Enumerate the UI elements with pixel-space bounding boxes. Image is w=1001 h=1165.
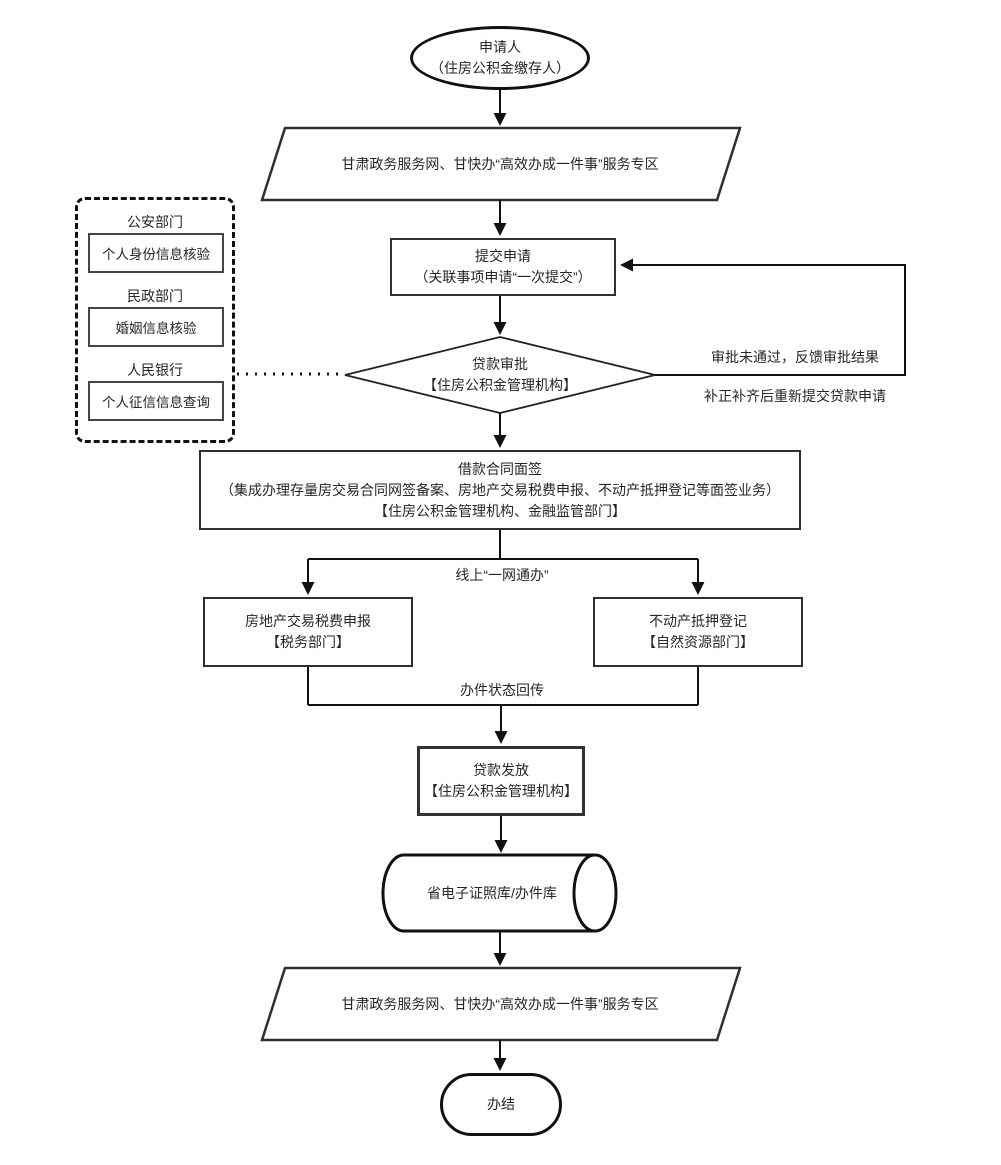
service-box-marriage: 婚姻信息核验: [88, 307, 224, 347]
portal-exit-parallelogram: [260, 966, 742, 1042]
approval-node-text: 贷款审批 【住房公积金管理机构】: [360, 352, 640, 398]
end-label: 办结: [487, 1096, 515, 1112]
online-network-label: 线上“一网通办”: [455, 567, 549, 583]
start-node: 申请人 （住房公积金缴存人）: [410, 26, 590, 90]
database-cylinder-body: [381, 853, 595, 933]
tax-line2: 【税务部门】: [266, 634, 350, 650]
contract-line3: 【住房公积金管理机构、金融监管部门】: [374, 502, 626, 519]
database-label: 省电子证照库/办件库: [427, 884, 557, 901]
end-node: 办结: [440, 1073, 562, 1136]
start-line2: （住房公积金缴存人）: [430, 60, 570, 76]
department-label-civil: 民政部门: [127, 288, 183, 304]
database-node-text: 省电子证照库/办件库: [392, 870, 592, 916]
submit-line2: （关联事项申请“一次提交”）: [414, 269, 592, 285]
contract-signing-node: 借款合同面签 （集成办理存量房交易合同网签备案、房地产交易税费申报、不动产抵押登…: [199, 450, 801, 530]
service-box-identity: 个人身份信息核验: [88, 233, 224, 273]
approval-line2: 【住房公积金管理机构】: [423, 377, 577, 393]
submit-node: 提交申请 （关联事项申请“一次提交”）: [390, 238, 616, 296]
feedback-label-1: 审批未通过，反馈审批结果: [711, 349, 879, 365]
portal-entry-label: 甘肃政务服务网、甘快办“高效办成一件事”服务专区: [341, 155, 659, 172]
disbursement-line1: 贷款发放: [473, 762, 529, 778]
mortgage-line2: 【自然资源部门】: [642, 634, 754, 650]
portal-entry-node: 甘肃政务服务网、甘快办“高效办成一件事”服务专区: [280, 128, 720, 200]
tax-declaration-node: 房地产交易税费申报 【税务部门】: [203, 597, 413, 667]
department-label-bank: 人民银行: [127, 362, 183, 378]
start-line1: 申请人: [479, 39, 521, 55]
mortgage-line1: 不动产抵押登记: [649, 613, 747, 629]
service-box-credit: 个人征信信息查询: [88, 381, 224, 421]
mortgage-registration-node: 不动产抵押登记 【自然资源部门】: [593, 597, 803, 667]
feedback-loop-line: [620, 258, 906, 376]
portal-exit-label: 甘肃政务服务网、甘快办“高效办成一件事”服务专区: [341, 995, 659, 1012]
feedback-label-2: 补正补齐后重新提交贷款申请: [704, 388, 886, 404]
loan-disbursement-node: 贷款发放 【住房公积金管理机构】: [417, 746, 585, 816]
portal-exit-node: 甘肃政务服务网、甘快办“高效办成一件事”服务专区: [280, 968, 720, 1040]
tax-line1: 房地产交易税费申报: [245, 613, 371, 629]
status-return-label: 办件状态回传: [460, 682, 544, 698]
database-cylinder-cap: [572, 853, 618, 933]
approval-line1: 贷款审批: [472, 356, 528, 372]
disbursement-line2: 【住房公积金管理机构】: [424, 783, 578, 799]
submit-line1: 提交申请: [475, 248, 531, 264]
contract-line2: （集成办理存量房交易合同网签备案、房地产交易税费申报、不动产抵押登记等面签业务）: [220, 481, 780, 498]
portal-entry-parallelogram: [260, 126, 742, 202]
department-label-police: 公安部门: [127, 214, 183, 230]
contract-line1: 借款合同面签: [458, 460, 542, 477]
